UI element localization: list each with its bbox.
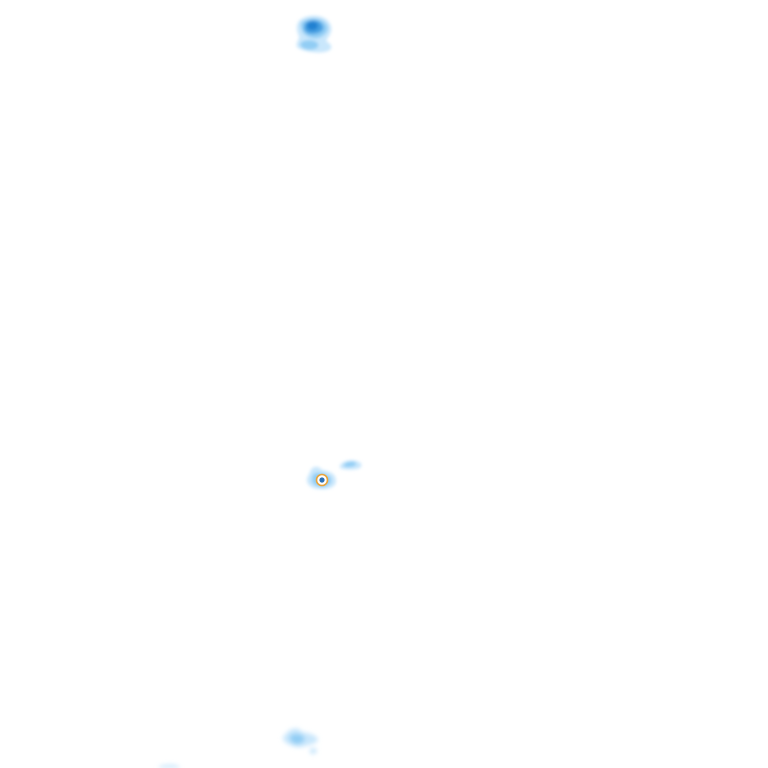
location-dot-icon[interactable] [314, 472, 330, 488]
rain-cell-north [296, 15, 332, 53]
rain-cell-east [340, 460, 362, 470]
rain-cell-south [158, 728, 318, 768]
